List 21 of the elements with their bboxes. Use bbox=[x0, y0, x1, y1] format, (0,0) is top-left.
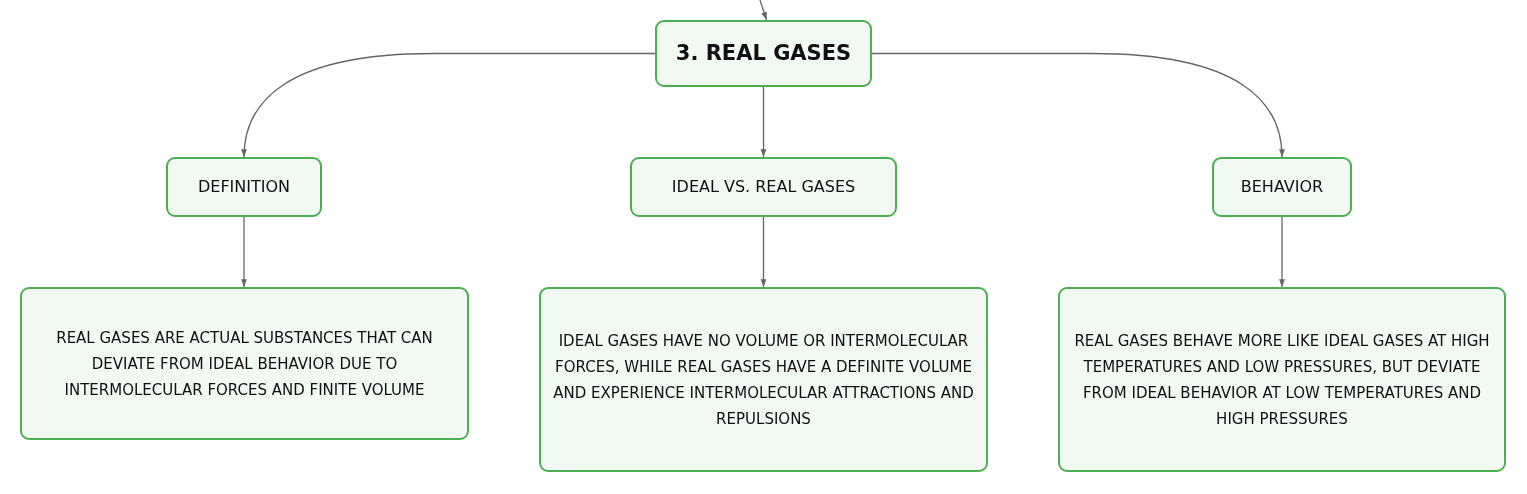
subtopic-box bbox=[1058, 287, 1506, 472]
connector-arrow bbox=[871, 52, 1285, 158]
connector-arrow bbox=[760, 216, 767, 288]
subtopic-box bbox=[20, 287, 469, 440]
subtopic-box bbox=[1212, 157, 1352, 217]
description-text: REAL GASES BEHAVE MORE LIKE IDEAL GASES AT HIGH TEMPERATURES AND LOW PRESSURES, BUT DEVIATE FROM IDEAL BEHAVIOR AT LOW TEMPERATURES AND HIGH PRESSURES bbox=[1073, 330, 1491, 430]
heading-text: BEHAVIOR bbox=[1240, 176, 1324, 198]
connector-arrow bbox=[1279, 216, 1285, 288]
description-text: REAL GASES ARE ACTUAL SUBSTANCES THAT CAN DEVIATE FROM IDEAL BEHAVIOR DUE TO INTERMOLECULAR FORCES AND FINITE VOLUME bbox=[55, 327, 434, 401]
connector-arrow bbox=[760, 86, 767, 158]
subtopic-box bbox=[630, 157, 897, 217]
connector-arrow bbox=[241, 52, 656, 158]
heading-text: DEFINITION bbox=[197, 176, 291, 198]
topic-box bbox=[655, 20, 872, 87]
connector-arrow bbox=[241, 216, 247, 288]
connector-arrow bbox=[759, 0, 768, 21]
description-text: IDEAL GASES HAVE NO VOLUME OR INTERMOLECULAR FORCES, WHILE REAL GASES HAVE A DEFINITE VOLUME AND EXPERIENCE INTERMOLECULAR ATTRACTIONS AND REPULSIONS bbox=[552, 330, 975, 430]
subtopic-box bbox=[539, 287, 988, 472]
heading-text: IDEAL VS. REAL GASES bbox=[671, 176, 856, 198]
title-text: 3. REAL GASES bbox=[675, 39, 852, 67]
subtopic-box bbox=[166, 157, 322, 217]
